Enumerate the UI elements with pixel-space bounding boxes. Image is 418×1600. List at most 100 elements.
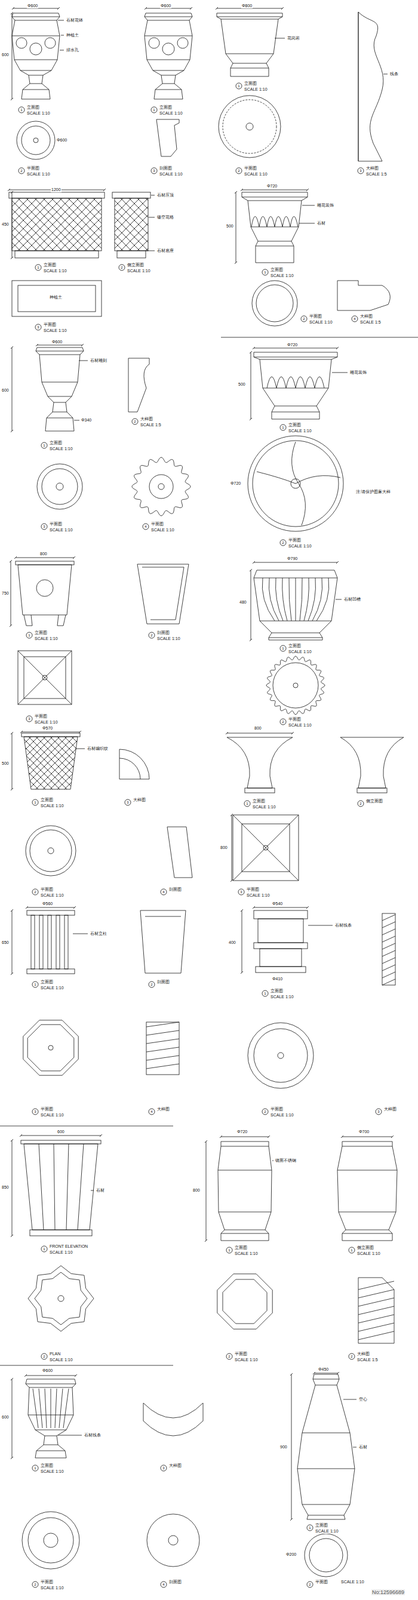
column-bar	[31, 915, 35, 970]
lattice-line	[85, 736, 139, 790]
leader-line	[57, 20, 64, 21]
dimension-tick	[290, 1373, 293, 1376]
drawing-label: FRONT ELEVATION	[48, 1244, 89, 1250]
section-detail	[337, 280, 390, 311]
flute-line	[282, 578, 288, 622]
molding-line	[36, 1451, 66, 1452]
callout-number: 4	[352, 316, 358, 322]
plan-circle	[28, 1517, 74, 1564]
outline-path	[17, 564, 72, 616]
lattice-line	[17, 198, 71, 251]
callout-number: 3	[161, 1465, 167, 1471]
drawing-label: 石材	[316, 220, 327, 226]
callout-number: 3	[35, 324, 41, 330]
plan-circle	[29, 830, 72, 872]
drawing-label: SCALE 1:10	[234, 1251, 259, 1257]
drawing-label: Φ720	[286, 342, 298, 348]
dimension-tick	[240, 188, 244, 192]
lattice-line	[195, 198, 249, 251]
dimension-line	[26, 907, 75, 909]
lattice-line	[78, 198, 132, 251]
leader-line	[274, 38, 285, 39]
drawing-label: 平面图	[287, 717, 302, 722]
molding-line	[47, 396, 72, 398]
outline-rect	[357, 788, 387, 794]
drawing-label: SCALE 1:10	[34, 636, 59, 642]
drawing-label: 剖面图	[156, 630, 171, 636]
diagonal-line	[17, 650, 72, 705]
lattice-line	[50, 736, 103, 790]
dimension-tick	[10, 788, 14, 791]
dimension-line	[250, 352, 252, 420]
drawing-label: 石材立柱	[89, 931, 108, 937]
molding-line	[152, 70, 184, 72]
dimension-tick	[306, 188, 309, 192]
dimension-tick	[103, 188, 106, 192]
lattice-line	[112, 198, 165, 251]
dimension-line	[11, 1140, 13, 1237]
drawing-label: 剖面图	[156, 979, 171, 985]
drawing-label: 平面图	[246, 887, 260, 893]
lattice-line	[103, 198, 157, 251]
dimension-tick	[240, 971, 244, 974]
lattice-pattern	[0, 198, 205, 251]
molding-line	[315, 1385, 337, 1386]
watermark: No:12596689	[371, 1589, 405, 1596]
urn-profile	[11, 13, 60, 100]
dimension-tick	[336, 346, 339, 350]
callout-circle	[41, 442, 48, 449]
dimension-line	[20, 1135, 101, 1137]
callout-circle	[151, 106, 158, 113]
dimension-tick	[230, 813, 233, 817]
outline-rect	[26, 969, 75, 974]
lattice-line	[34, 198, 88, 251]
callout-circle	[148, 1108, 155, 1115]
leader-line	[146, 250, 155, 252]
callout-circle	[351, 315, 358, 322]
drawing-label: 850	[1, 1185, 10, 1191]
drawing-label: SCALE 1:10	[356, 1251, 381, 1257]
callout-number: 1	[307, 1525, 313, 1531]
callout-circle	[375, 1108, 382, 1115]
lattice-line	[84, 198, 138, 251]
hatch-line	[358, 1281, 395, 1290]
dimension-tick	[10, 191, 14, 194]
dimension-tick	[81, 343, 84, 347]
lattice-line	[103, 198, 157, 251]
leader-line	[299, 223, 315, 224]
lattice-line	[0, 198, 38, 251]
flute-line	[275, 578, 284, 622]
separator-line	[220, 337, 418, 338]
dimension-tick	[9, 560, 12, 563]
drawing-label: SCALE 1:5	[356, 1357, 379, 1363]
drawing-label: Φ600	[51, 339, 63, 345]
callout-number: 2	[301, 316, 307, 322]
lattice-line	[78, 736, 132, 790]
hatch-line	[382, 914, 396, 921]
molding-line	[35, 1430, 67, 1431]
drawing-label: 石材线条	[334, 923, 353, 928]
lattice-line	[95, 198, 149, 251]
molding-line	[342, 1146, 393, 1148]
molding-line	[43, 1445, 58, 1446]
dimension-line	[231, 815, 233, 881]
hatch-line	[382, 921, 396, 928]
leader-line	[151, 195, 155, 196]
lattice-line	[0, 736, 32, 790]
urn-profile	[217, 1141, 272, 1241]
dimension-tick	[11, 7, 15, 10]
dimension-tick	[336, 1372, 340, 1375]
molding-line	[161, 75, 176, 76]
dimension-line	[253, 348, 338, 349]
lattice-line	[109, 198, 163, 251]
plan-circle	[263, 845, 269, 851]
drawing-label: 平面图	[269, 1107, 284, 1112]
drawing-label: SCALE 1:10	[40, 985, 65, 991]
drawing-label: 立面图	[234, 1245, 248, 1251]
drawing-label: SCALE 1:10	[126, 268, 152, 274]
acanthus-leaf	[259, 216, 267, 228]
callout-circle	[18, 167, 25, 174]
drawing-label: Φ700	[358, 1129, 370, 1135]
drawing-label: SCALE 1:10	[158, 171, 184, 177]
